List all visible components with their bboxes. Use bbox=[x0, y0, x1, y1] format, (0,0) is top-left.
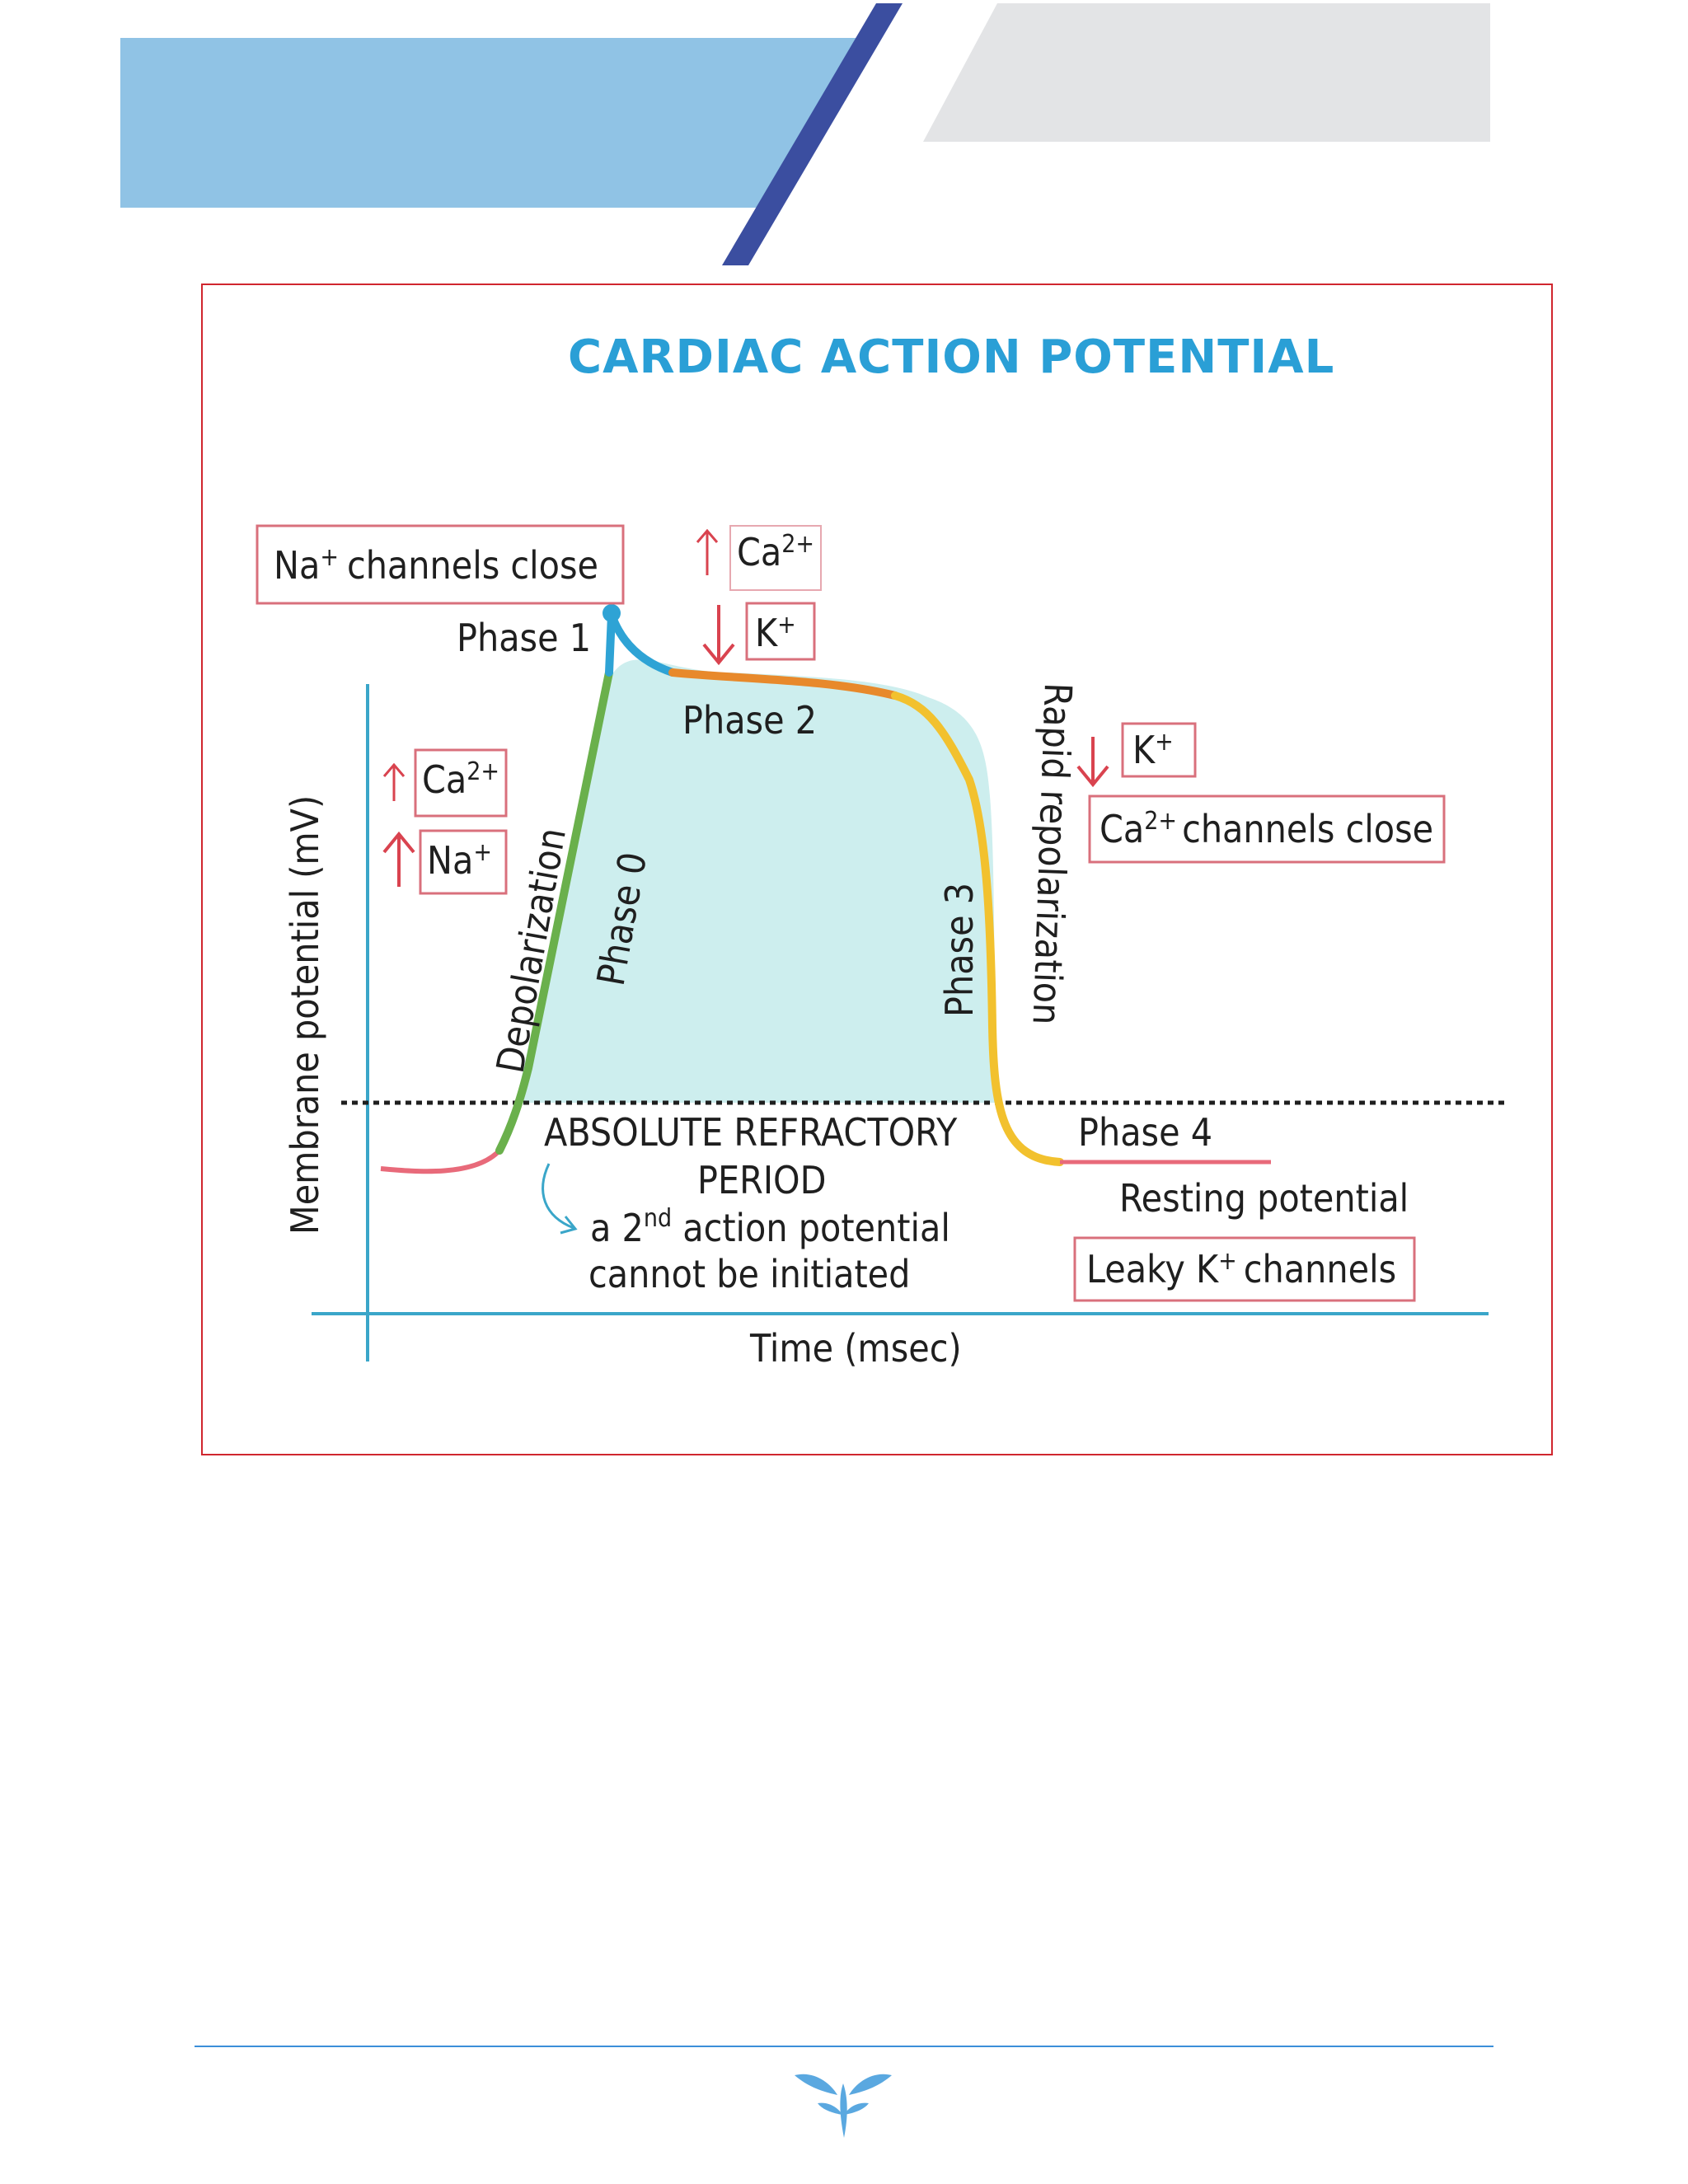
x-axis-label: Time (msec) bbox=[749, 1326, 962, 1371]
svg-text:Ca2+: Ca2+ bbox=[422, 757, 499, 802]
phase4-baseline-left bbox=[380, 1148, 502, 1174]
header-gray-tab bbox=[923, 3, 1490, 142]
svg-text:Na+channels close: Na+channels close bbox=[274, 543, 598, 588]
refractory-curved-arrow bbox=[542, 1163, 574, 1230]
diagram-frame: CARDIAC ACTION POTENTIAL Membrane potent… bbox=[201, 284, 1553, 1455]
footer-divider bbox=[195, 2046, 1493, 2047]
footer-logo-icon bbox=[795, 2074, 892, 2138]
svg-text:Na+: Na+ bbox=[427, 838, 492, 883]
phase3-curve bbox=[891, 691, 1064, 1166]
phase1-curve bbox=[605, 611, 677, 677]
svg-text:Ca2+channels close: Ca2+channels close bbox=[1100, 807, 1433, 851]
phase2-k-decrease: K+ bbox=[702, 602, 816, 666]
leaky-k-channels-box: Leaky K+channels bbox=[1073, 1236, 1416, 1302]
phase2-ca-increase: Ca2+ bbox=[696, 525, 822, 591]
resting-potential-label: Resting potential bbox=[1119, 1176, 1409, 1221]
svg-text:Leaky K+channels: Leaky K+channels bbox=[1086, 1247, 1396, 1291]
svg-text:Ca2+: Ca2+ bbox=[737, 530, 814, 574]
phase3-k-decrease: K+ bbox=[1076, 722, 1197, 788]
phase3-label: Phase 3 bbox=[937, 883, 982, 1017]
header-blue-band bbox=[120, 38, 861, 208]
header-slash bbox=[722, 3, 903, 265]
svg-text:K+: K+ bbox=[1132, 728, 1174, 772]
rapid-repolarization-label: Rapid repolarization bbox=[1025, 682, 1081, 1026]
y-axis-label: Membrane potential (mV) bbox=[283, 795, 327, 1235]
refractory-arrow-head bbox=[560, 1216, 578, 1235]
refractory-area-fill bbox=[516, 659, 996, 1103]
phase2-curve bbox=[668, 668, 899, 700]
phase1-peak-dot bbox=[603, 604, 621, 622]
svg-text:K+: K+ bbox=[755, 611, 796, 655]
phase2-label: Phase 2 bbox=[682, 698, 817, 743]
refractory-line3: a 2nd action potential bbox=[590, 1204, 950, 1250]
phase0-ca-increase: Ca2+ bbox=[382, 748, 508, 818]
phase0-curve bbox=[495, 668, 613, 1155]
cardiac-action-potential-diagram: CARDIAC ACTION POTENTIAL Membrane potent… bbox=[256, 330, 1507, 1371]
ca-channels-close-box: Ca2+channels close bbox=[1088, 794, 1446, 864]
refractory-line2: PERIOD bbox=[697, 1158, 827, 1202]
phase0-na-increase: Na+ bbox=[382, 829, 508, 895]
na-channels-close-box: Na+channels close bbox=[256, 524, 625, 605]
refractory-line4: cannot be initiated bbox=[588, 1252, 910, 1296]
phase1-label: Phase 1 bbox=[457, 616, 591, 660]
phase4-label: Phase 4 bbox=[1078, 1110, 1212, 1155]
header-banner bbox=[120, 3, 1490, 265]
refractory-line1: ABSOLUTE REFRACTORY bbox=[544, 1110, 958, 1155]
diagram-title: CARDIAC ACTION POTENTIAL bbox=[568, 330, 1334, 384]
